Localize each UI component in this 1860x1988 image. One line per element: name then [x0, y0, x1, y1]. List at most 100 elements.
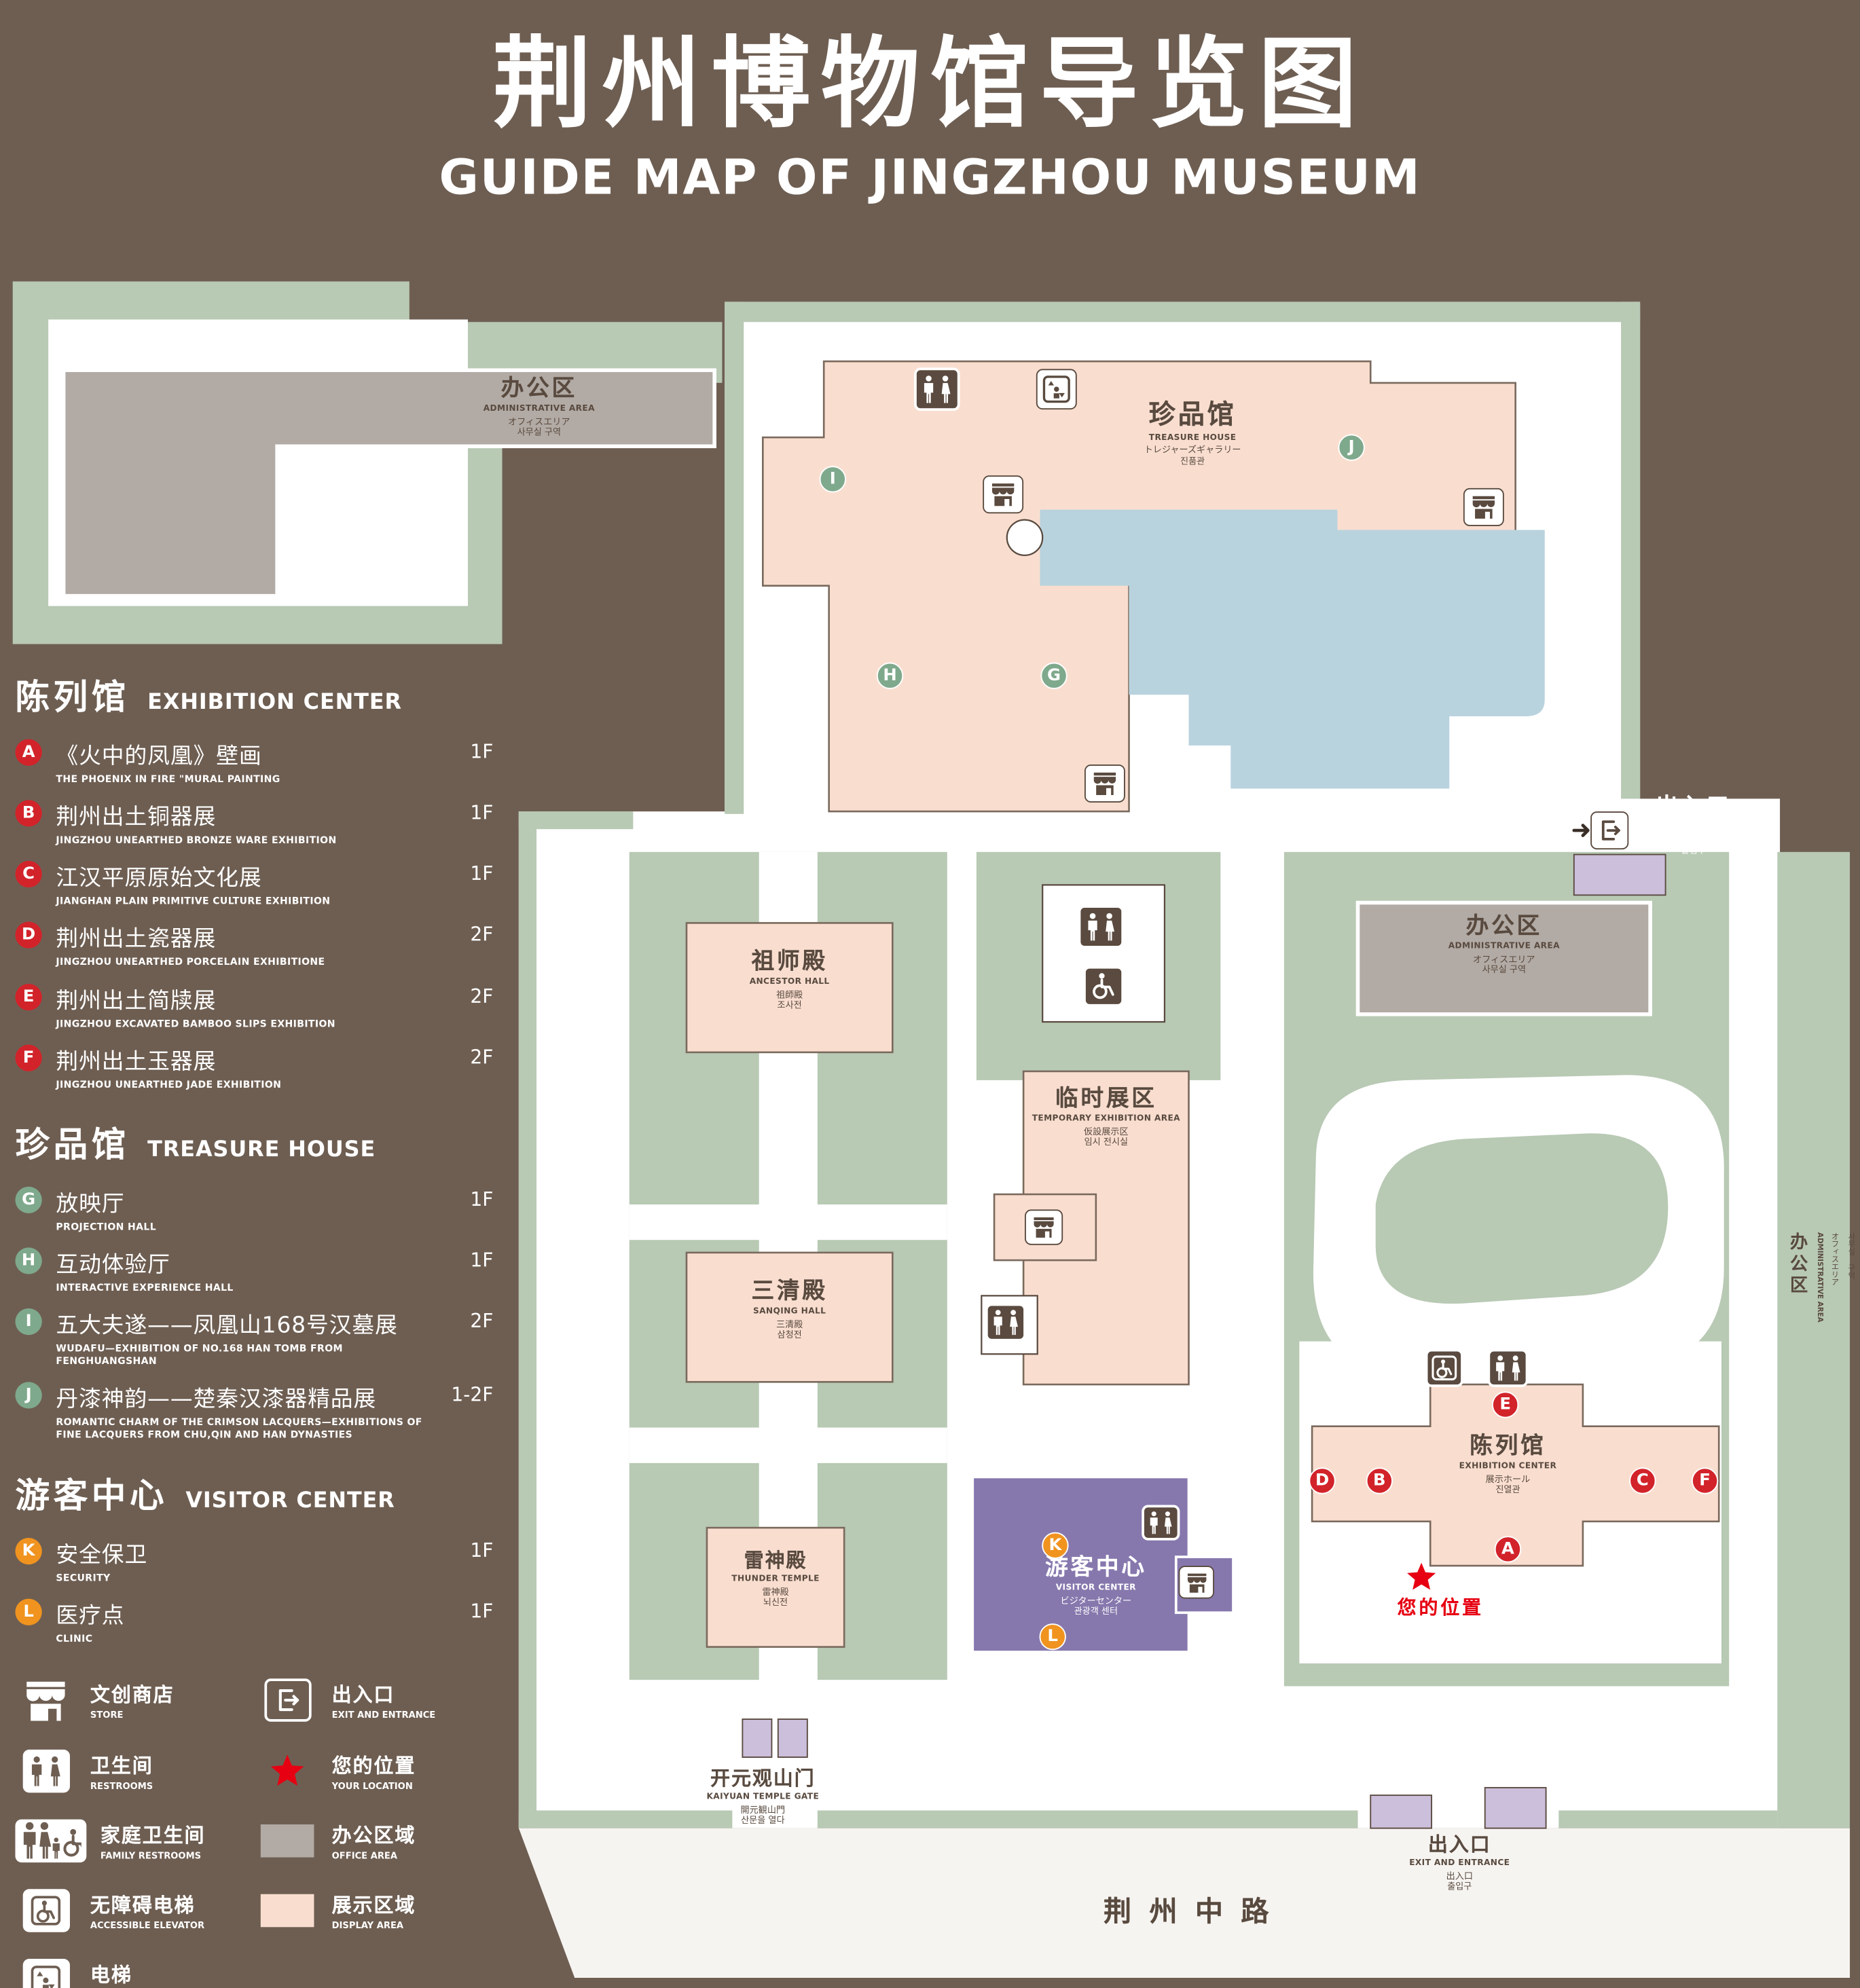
admin-building-topleft: [61, 368, 716, 598]
display-area-swatch: [257, 1894, 318, 1927]
legend-item-f-floor: 2F: [470, 1045, 494, 1069]
legend-symbol-accessible-cn: 无障碍电梯: [90, 1894, 196, 1917]
label-temporary-exhibition: 临时展区 TEMPORARY EXHIBITION AREA 仮設展示区 임시 …: [1032, 1085, 1180, 1147]
exit-arrow-icon: [1572, 824, 1590, 837]
wall-right-upper: [1621, 301, 1641, 799]
store-icon: [1463, 487, 1504, 526]
label-sanqing-cn: 三清殿: [751, 1278, 828, 1305]
legend-item-j: J 丹漆神韵——楚秦汉漆器精品展 ROMANTIC CHARM OF THE C…: [15, 1382, 513, 1442]
legend-symbol-elevator-cn: 电梯: [90, 1963, 132, 1987]
legend-symbol-accessible-en: ACCESSIBLE ELEVATOR: [90, 1920, 205, 1931]
wall-connector: [518, 811, 634, 830]
legend-symbol-location-cn: 您的位置: [331, 1754, 416, 1778]
legend-item-k-floor: 1F: [470, 1538, 494, 1562]
legend-symbol-store-cn: 文创商店: [90, 1684, 175, 1707]
legend-item-a-en: THE PHOENIX IN FIRE "MURAL PAINTING: [56, 773, 280, 785]
map-marker-j: J: [1338, 434, 1365, 461]
accessible-elevator-icon: [15, 1888, 76, 1932]
legend-item-d: D 荆州出土瓷器展 JINGZHOU UNEARTHED PORCELAIN E…: [15, 922, 513, 969]
map-marker-a: A: [1494, 1536, 1522, 1563]
legend-symbol-key: 文创商店 STORE 出入口 EXIT AND ENTRANCE 卫生间 RES…: [15, 1678, 513, 1988]
legend-marker-g: G: [15, 1186, 42, 1213]
label-treasure-house-cn: 珍品馆: [1148, 399, 1237, 430]
label-ancestor-hall: 祖师殿 ANCESTOR HALL 祖師殿 조사전: [750, 949, 830, 1011]
label-exit-south-en: EXIT AND ENTRANCE: [1409, 1858, 1510, 1869]
legend-item-f: F 荆州出土玉器展 JINGZHOU UNEARTHED JADE EXHIBI…: [15, 1044, 513, 1091]
legend-item-d-cn: 荆州出土瓷器展: [56, 927, 217, 953]
label-gate-en: KAIYUAN TEMPLE GATE: [706, 1792, 820, 1802]
legend-symbol-display-area: 展示区域 DISPLAY AREA: [257, 1889, 509, 1932]
road-jingzhou-middle: [518, 1828, 1850, 1978]
legend-header-treasure-en: TREASURE HOUSE: [147, 1137, 376, 1162]
legend-header-treasure: 珍品馆 TREASURE HOUSE: [15, 1117, 513, 1166]
label-your-location-cn: 您的位置: [1397, 1596, 1484, 1619]
label-ancestor-hall-jp: 祖師殿: [776, 990, 803, 1001]
label-admin-strip-cn: 办公区: [1787, 1232, 1808, 1297]
label-admin-east: 办公区 ADMINISTRATIVE AREA オフィスエリア 사무실 구역: [1448, 913, 1560, 975]
family-restroom-icon: [15, 1819, 87, 1862]
legend-marker-c: C: [15, 861, 42, 888]
label-exhibition-jp: 展示ホール: [1485, 1474, 1531, 1485]
legend-header-visitor-cn: 游客中心: [15, 1476, 168, 1516]
label-road-cn: 荆州中路: [1104, 1896, 1287, 1929]
label-temporary-jp: 仮設展示区: [1084, 1126, 1129, 1137]
legend-symbol-restroom-en: RESTROOMS: [90, 1781, 153, 1792]
legend-symbol-location: 您的位置 YOUR LOCATION: [257, 1749, 509, 1792]
temple-cross-path-2: [629, 1427, 947, 1463]
legend-item-a-floor: 1F: [470, 740, 494, 764]
legend-symbol-family-cn: 家庭卫生间: [100, 1824, 206, 1847]
label-exhibition-cn: 陈列馆: [1470, 1433, 1546, 1460]
wall-top: [725, 301, 1641, 323]
wall-south-2: [817, 1810, 1358, 1828]
legend-item-i-en: WUDAFU—EXHIBITION OF NO.168 HAN TOMB FRO…: [56, 1342, 343, 1367]
legend-marker-h: H: [15, 1247, 42, 1274]
legend-item-l-floor: 1F: [470, 1599, 494, 1623]
legend-marker-f: F: [15, 1044, 42, 1071]
page-title: 荆州博物馆导览图: [492, 28, 1368, 143]
legend-symbol-location-en: YOUR LOCATION: [331, 1781, 413, 1792]
label-visitor-center: 游客中心 VISITOR CENTER ビジターセンター 관광객 센터: [1045, 1554, 1147, 1617]
restroom-ic on: [1487, 1348, 1529, 1387]
elevator-icon: [15, 1958, 76, 1988]
legend-item-g-en: PROJECTION HALL: [56, 1220, 157, 1232]
legend-item-g: G 放映厅 PROJECTION HALL 1F: [15, 1186, 513, 1233]
legend-symbol-exit: 出入口 EXIT AND ENTRANCE: [257, 1678, 509, 1723]
store-icon: [15, 1678, 76, 1723]
restroom-icon: [1078, 905, 1125, 949]
legend-item-f-cn: 荆州出土玉器展: [56, 1049, 217, 1075]
label-ancestor-hall-cn: 祖师殿: [751, 948, 828, 975]
wall-left-lower: [518, 811, 537, 1828]
map-marker-h: H: [876, 662, 904, 689]
store-icon: [983, 475, 1024, 514]
legend-item-h-en: INTERACTIVE EXPERIENCE HALL: [56, 1281, 234, 1293]
legend-symbol-display-en: DISPLAY AREA: [331, 1920, 404, 1931]
legend-item-k: K 安全保卫 SECURITY 1F: [15, 1537, 513, 1584]
legend-item-j-en: ROMANTIC CHARM OF THE CRIMSON LACQUERS—E…: [56, 1416, 422, 1441]
office-area-swatch: [257, 1824, 318, 1858]
legend-item-h-cn: 互动体验厅: [56, 1252, 170, 1278]
label-exit-south: 出入口 EXIT AND ENTRANCE 出入口 출입구: [1409, 1833, 1510, 1892]
label-visitor-en: VISITOR CENTER: [1055, 1582, 1136, 1593]
admin-building-east: [1355, 900, 1652, 1016]
elevator-icon: [1036, 369, 1077, 410]
legend-item-l-en: CLINIC: [56, 1632, 93, 1644]
legend-item-c-floor: 1F: [470, 862, 494, 885]
legend-symbol-restroom: 卫生间 RESTROOMS: [15, 1749, 257, 1792]
legend-item-b-floor: 1F: [470, 801, 494, 824]
label-thunder-temple: 雷神殿 THUNDER TEMPLE 雷神殿 뇌신전: [731, 1549, 820, 1608]
gate-pillar-left: [742, 1718, 773, 1759]
label-sanqing-hall: 三清殿 SANQING HALL 三清殿 삼청전: [751, 1278, 827, 1340]
label-ancestor-hall-kr: 조사전: [777, 1000, 802, 1011]
label-exhibition-en: EXHIBITION CENTER: [1459, 1460, 1557, 1471]
label-admin-top: 办公区 ADMINISTRATIVE AREA オフィスエリア 사무실 구역: [484, 375, 595, 438]
legend-symbol-elevator: 电梯 Elevator: [15, 1958, 257, 1988]
label-gate-jp: 開元観山門: [740, 1805, 786, 1816]
legend-item-b-cn: 荆州出土铜器展: [56, 805, 217, 831]
legend-item-l-cn: 医疗点: [56, 1603, 125, 1629]
south-exit-booth-left: [1370, 1794, 1433, 1829]
map-marker-d: D: [1309, 1467, 1336, 1494]
label-temporary-kr: 임시 전시실: [1084, 1137, 1129, 1148]
legend-header-treasure-cn: 珍品馆: [15, 1125, 130, 1165]
legend-item-a: A 《火中的凤凰》壁画 THE PHOENIX IN FIRE "MURAL P…: [15, 739, 513, 786]
legend-item-e: E 荆州出土简牍展 JINGZHOU EXCAVATED BAMBOO SLIP…: [15, 983, 513, 1030]
